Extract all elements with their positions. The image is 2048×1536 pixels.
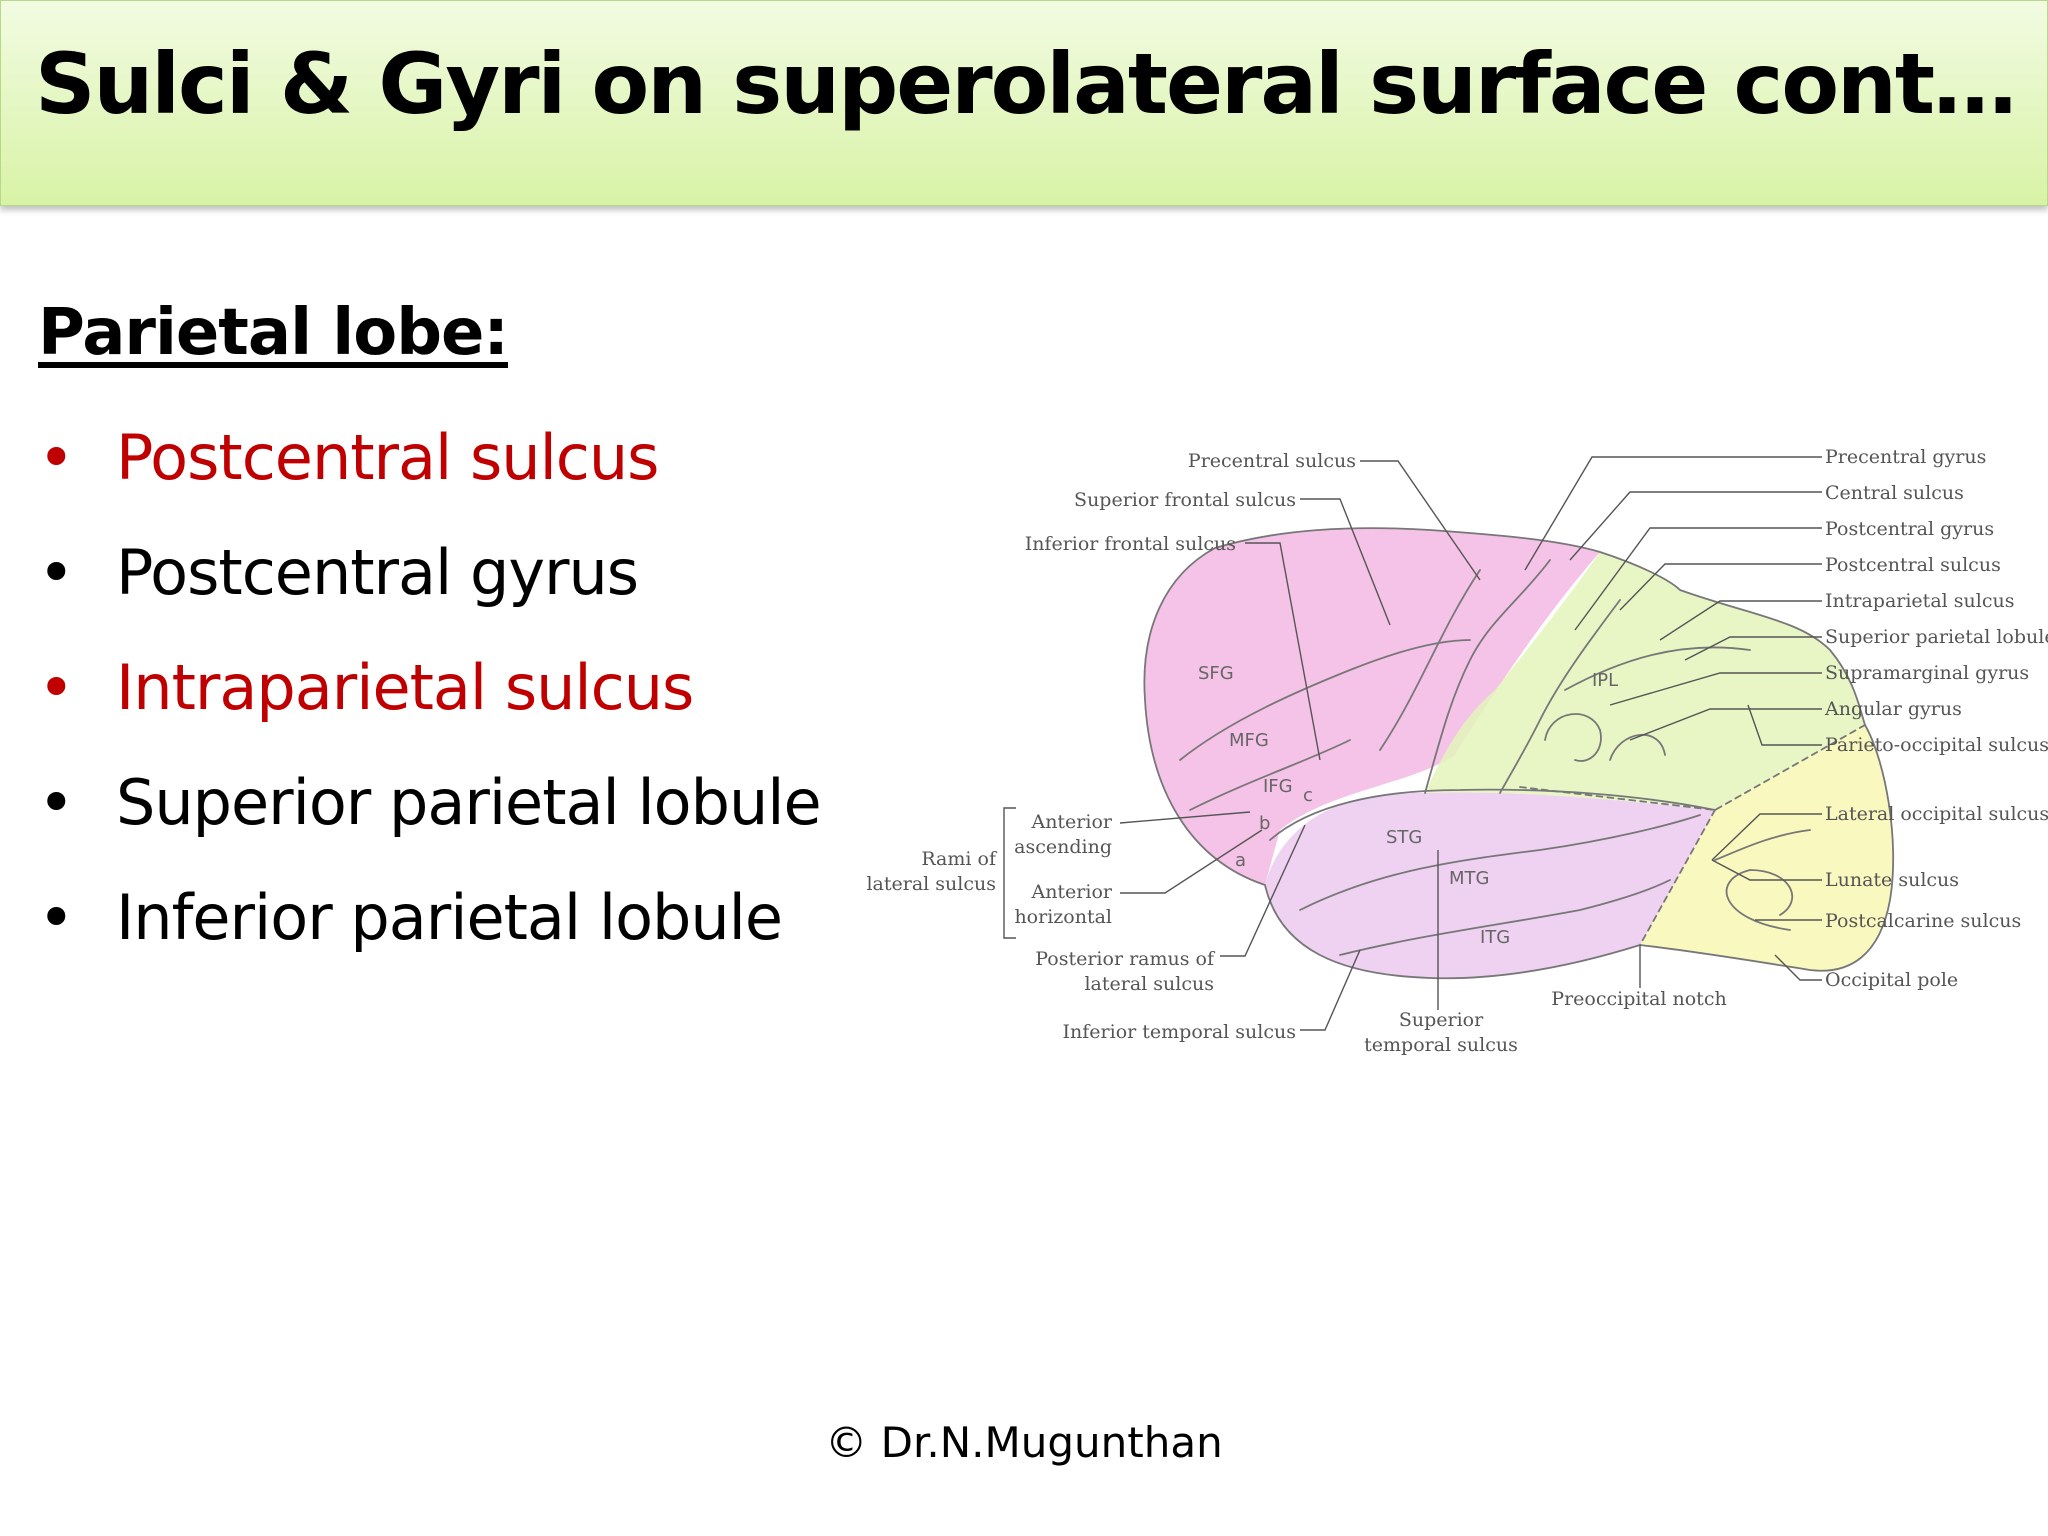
rami-of-lateral-sulcus-label-1: Rami of [921,848,998,870]
right-label-supramarginal-gyrus: Supramarginal gyrus [1825,662,2029,684]
parietal-lobe-region [1425,552,1865,810]
inferior-temporal-sulcus-line [1339,879,1671,956]
right-label-lateral-occipital-sulcus: Lateral occipital sulcus [1825,803,2048,825]
parieto-temporal-dashed-boundary [1519,786,1716,811]
copyright-footer: © Dr.N.Mugunthan [825,1418,1223,1467]
right-label-central-sulcus: Central sulcus [1825,482,1964,504]
stg-region-label: STG [1386,827,1422,848]
right-label-occipital-pole: Occipital pole [1825,969,1958,991]
itg-region-label: ITG [1480,927,1510,948]
list-item: • Inferior parietal lobule [38,860,821,975]
superior-frontal-sulcus-label: Superior frontal sulcus [1074,489,1296,511]
supramarginal-curve [1544,713,1602,762]
list-item: • Postcentral sulcus [38,400,821,515]
angular-curve [1609,733,1666,761]
section-heading: Parietal lobe: [38,296,509,370]
precentral-sulcus-label: Precentral sulcus [1188,450,1356,472]
inferior-temporal-sulcus-label: Inferior temporal sulcus [1063,1021,1296,1043]
mtg-region-label: MTG [1449,868,1489,889]
bullet-icon: • [38,881,75,954]
ifg-region-label: IFG [1263,776,1293,797]
lateral-occipital-sulcus-line [1714,829,1811,861]
ipl-region-label: IPL [1592,670,1618,691]
inferior-frontal-sulcus-line [1189,739,1351,811]
posterior-ramus-label-1: Posterior ramus of [1035,948,1216,970]
bullet-icon: • [38,536,75,609]
frontal-lobe-region [1144,528,1600,885]
anterior-horizontal-label-1: Anterior [1030,881,1112,903]
superior-temporal-sulcus-label-2: temporal sulcus [1364,1034,1518,1056]
bullet-icon: • [38,766,75,839]
list-item-label: Postcentral sulcus [116,421,659,494]
brain-outline [1143,527,1895,980]
b-region-label: b [1259,813,1270,834]
rami-of-lateral-sulcus-label-2: lateral sulcus [866,873,996,895]
bullet-icon: • [38,651,75,724]
right-label-angular-gyrus: Angular gyrus [1824,698,1962,720]
posterior-ramus-label-2: lateral sulcus [1084,973,1214,995]
central-sulcus-line [1424,559,1551,794]
anterior-ascending-label-1: Anterior [1030,811,1112,833]
superior-frontal-sulcus-line [1179,639,1471,761]
superior-temporal-sulcus-label-1: Superior [1399,1009,1484,1031]
list-item-label: Postcentral gyrus [116,536,639,609]
precentral-sulcus-line [1379,569,1481,751]
right-label-lunate-sulcus: Lunate sulcus [1825,869,1959,891]
slide-title: Sulci & Gyri on superolateral surface co… [34,35,2017,133]
bullet-list: • Postcentral sulcus • Postcentral gyrus •… [38,400,822,975]
right-label-postcentral-gyrus: Postcentral gyrus [1825,518,1994,540]
left-leader-lines [1003,460,1641,1031]
preoccipital-notch-label: Preoccipital notch [1551,988,1726,1010]
right-label-parieto-occipital-sulcus: Parieto-occipital sulcus [1825,734,2048,756]
intraparietal-sulcus-line [1564,646,1751,691]
list-item-label: Inferior parietal lobule [116,881,783,954]
temporal-lobe-region [1265,792,1715,979]
right-label-intraparietal-sulcus: Intraparietal sulcus [1825,590,2014,612]
right-label-precentral-gyrus: Precentral gyrus [1825,446,1986,468]
parieto-occipital-dashed-boundary [1714,724,1866,811]
sfg-region-label: SFG [1198,663,1234,684]
superior-temporal-sulcus-line [1299,814,1701,911]
list-item: • Superior parietal lobule [38,745,822,860]
list-item: • Postcentral gyrus [38,515,821,630]
right-label-postcalcarine-sulcus: Postcalcarine sulcus [1825,910,2021,932]
right-leader-lines [1524,456,1822,981]
c-region-label: c [1303,785,1313,806]
lateral-sulcus-posterior-ramus [1269,788,1716,841]
anterior-horizontal-label-2: horizontal [1014,906,1112,928]
a-region-label: a [1235,850,1246,871]
anterior-ascending-label-2: ascending [1014,836,1112,858]
mfg-region-label: MFG [1229,730,1269,751]
right-label-superior-parietal-lobule: Superior parietal lobule [1825,626,2048,648]
right-label-postcentral-sulcus: Postcentral sulcus [1825,554,2001,576]
list-item: • Intraparietal sulcus [38,630,821,745]
bullet-icon: • [38,421,75,494]
occipital-temporal-dashed-boundary [1639,809,1716,946]
title-bar: Sulci & Gyri on superolateral surface co… [0,0,2048,206]
lunate-curve [1725,869,1794,931]
list-item-label: Superior parietal lobule [116,766,822,839]
occipital-lobe-region [1640,725,1894,971]
inferior-frontal-sulcus-label: Inferior frontal sulcus [1025,533,1236,555]
list-item-label: Intraparietal sulcus [116,651,694,724]
postcentral-sulcus-line [1499,599,1621,794]
